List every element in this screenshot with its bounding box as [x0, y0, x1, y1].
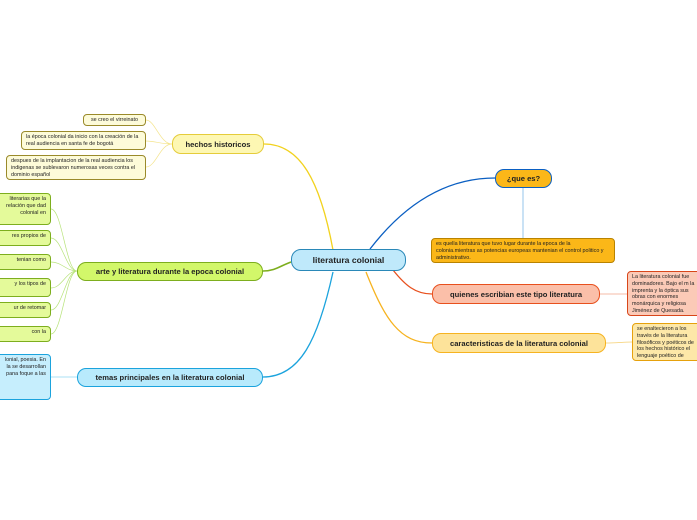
hechos-child-1-text: se creo el virreinato — [90, 117, 139, 123]
link-arte-c1 — [50, 208, 78, 272]
arte-child-3[interactable]: tenian como — [0, 254, 51, 270]
arte-child-2-text: res propios de — [11, 233, 46, 239]
arte-child-6-text: con la — [31, 329, 46, 335]
quienes-child-1-text: La literatura colonial fue dominadores. … — [632, 274, 695, 314]
caracteristicas-child-1[interactable]: se enaltecieron a los través de la liter… — [632, 323, 697, 361]
branch-hechos-historicos[interactable]: hechos historicos — [172, 134, 264, 154]
link-hechos — [263, 143, 334, 251]
branch-hechos-label: hechos historicos — [185, 139, 251, 149]
link-que-es — [369, 177, 496, 250]
caracteristicas-child-1-text: se enaltecieron a los través de la liter… — [637, 326, 694, 359]
link-arte-c3 — [50, 261, 78, 272]
link-arte-c6 — [50, 270, 78, 335]
link-hechos-c1 — [145, 119, 173, 145]
branch-caracteristicas-label: caracteristicas de la literatura colonia… — [449, 338, 589, 348]
arte-child-1-text: literarias que la relación que dad colon… — [6, 196, 46, 216]
que-es-child-1-text: es quella literatura que tuvo lugar dura… — [436, 241, 604, 261]
hechos-child-1[interactable]: se creo el virreinato — [83, 114, 146, 126]
hechos-child-3-text: despues de la implantacion de la real au… — [11, 158, 136, 178]
arte-child-6[interactable]: con la — [0, 326, 51, 342]
hechos-child-3[interactable]: despues de la implantacion de la real au… — [6, 155, 146, 180]
root-label: literatura colonial — [312, 255, 385, 265]
link-temas — [262, 271, 334, 378]
arte-child-4-text: y los tipos de — [14, 281, 46, 287]
temas-child-1[interactable]: lonial, poesia. En la se desarrollan pan… — [0, 354, 51, 400]
branch-arte-literatura[interactable]: arte y literatura durante la epoca colon… — [77, 262, 263, 281]
link-arte-c5 — [50, 270, 78, 311]
link-arte-c2 — [50, 237, 78, 272]
arte-child-3-text: tenian como — [16, 257, 46, 263]
branch-temas-label: temas principales en la literatura colon… — [95, 373, 245, 382]
arte-child-2[interactable]: res propios de — [0, 230, 51, 246]
arte-child-5-text: ur de retomar — [13, 305, 46, 311]
root-node[interactable]: literatura colonial — [291, 249, 406, 271]
arte-child-5[interactable]: ur de retomar — [0, 302, 51, 318]
branch-arte-label: arte y literatura durante la epoca colon… — [95, 267, 245, 276]
hechos-child-2[interactable]: la época colonial da inicio con la creac… — [21, 131, 146, 150]
temas-child-1-text: lonial, poesia. En la se desarrollan pan… — [4, 357, 46, 377]
hechos-child-2-text: la época colonial da inicio con la creac… — [26, 134, 139, 147]
quienes-child-1[interactable]: La literatura colonial fue dominadores. … — [627, 271, 697, 316]
arte-child-4[interactable]: y los tipos de — [0, 278, 51, 297]
branch-caracteristicas[interactable]: caracteristicas de la literatura colonia… — [432, 333, 606, 353]
branch-quienes-escribian[interactable]: quienes escribian este tipo literatura — [432, 284, 600, 304]
arte-child-1[interactable]: literarias que la relación que dad colon… — [0, 193, 51, 225]
link-hechos-c3 — [145, 143, 173, 168]
link-caract-child — [605, 341, 633, 344]
branch-temas-principales[interactable]: temas principales en la literatura colon… — [77, 368, 263, 387]
link-arte — [262, 261, 292, 272]
link-quienes — [392, 269, 433, 295]
link-caract — [365, 271, 433, 344]
link-hechos-c2 — [145, 140, 173, 145]
branch-quienes-label: quienes escribian este tipo literatura — [449, 289, 583, 299]
branch-que-es[interactable]: ¿que es? — [495, 169, 552, 188]
branch-que-es-label: ¿que es? — [506, 174, 541, 183]
que-es-child-1[interactable]: es quella literatura que tuvo lugar dura… — [431, 238, 615, 263]
